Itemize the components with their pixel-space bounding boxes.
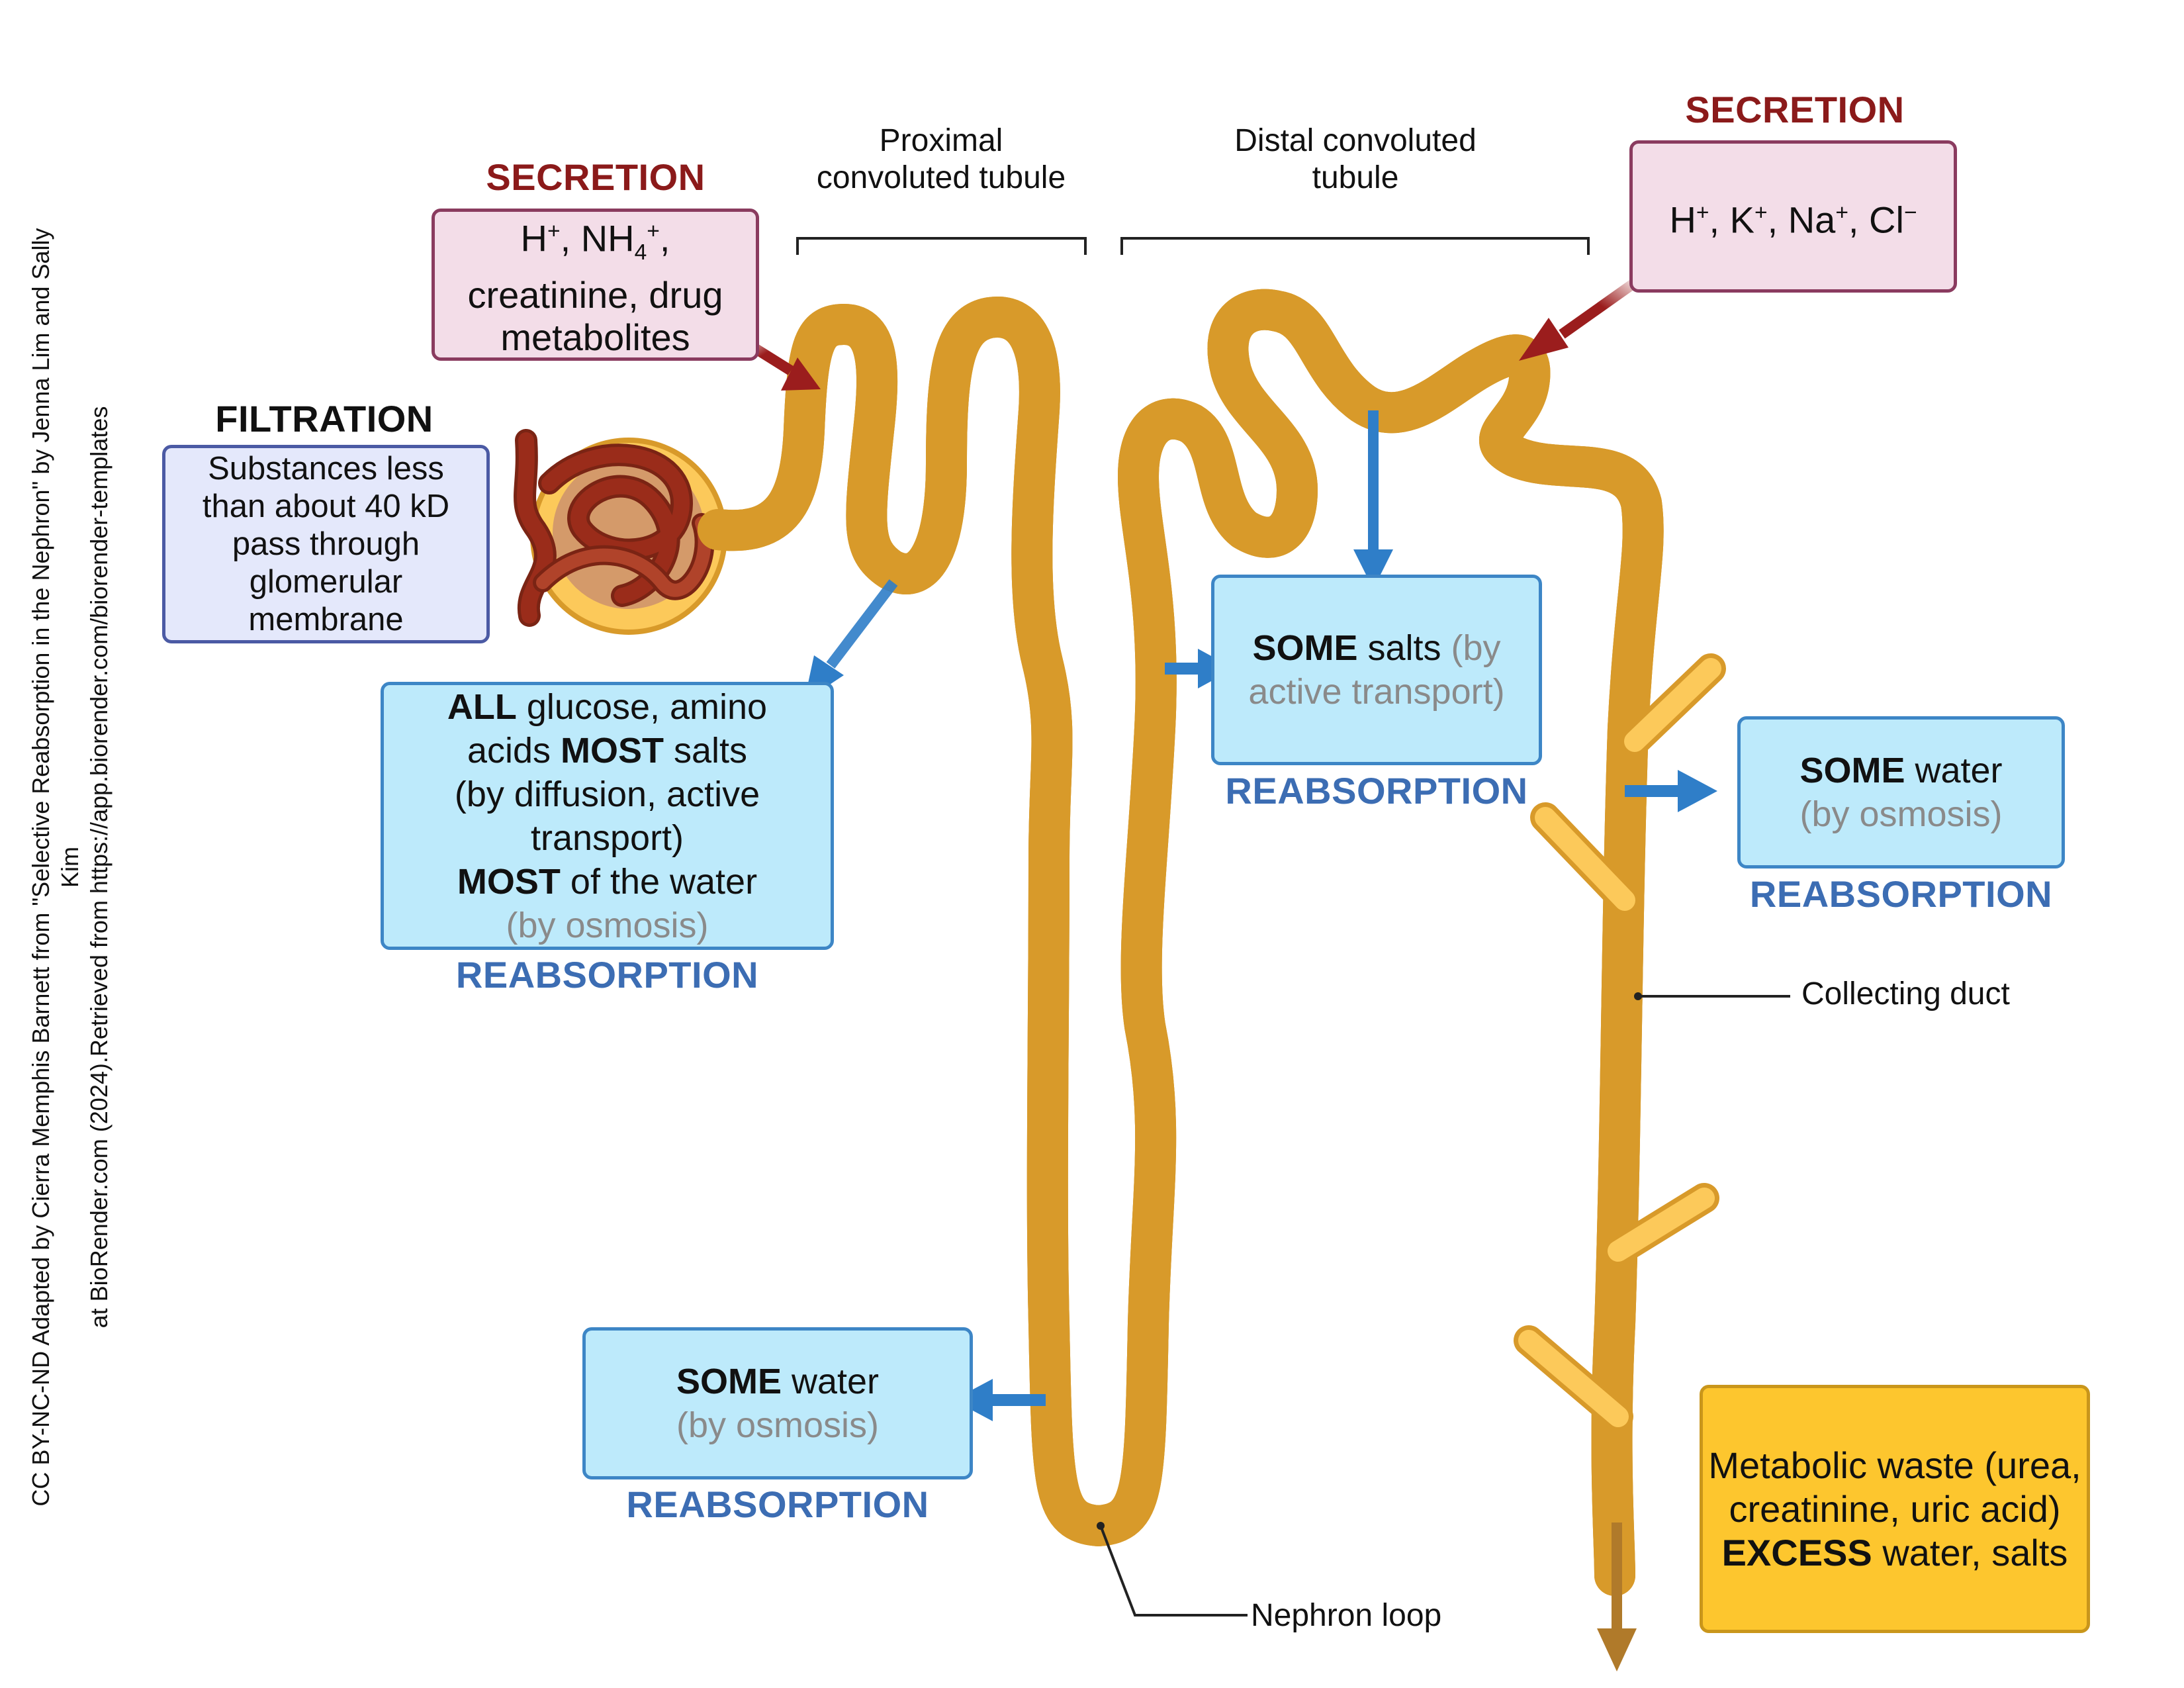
reabsorption-arrow-collecting-duct [1625, 770, 1717, 812]
reabsorption-box-dct: SOME salts (by active transport) [1211, 575, 1542, 765]
reabs-cd-line-1: SOME water [1799, 751, 2003, 790]
reabs-cd-line-2: (by osmosis) [1799, 794, 2003, 834]
excretion-line-3: EXCESS water, salts [1721, 1531, 2068, 1573]
excretion-box: Metabolic waste (urea, creatinine, uric … [1700, 1385, 2090, 1633]
reabsorption-arrow-dct [1353, 410, 1393, 589]
reabsorption-label-dct: REABSORPTION [1225, 770, 1528, 812]
nephron-loop-leader [1097, 1522, 1248, 1617]
collecting-duct-leader [1634, 992, 1790, 1000]
filtration-line-5: membrane [248, 601, 404, 637]
collecting-duct-label: Collecting duct [1801, 976, 2010, 1011]
reabs-loop-line-2: (by osmosis) [676, 1405, 880, 1445]
filtration-box: Substances less than about 40 kD pass th… [162, 445, 490, 643]
reabsorption-label-collecting-duct: REABSORPTION [1749, 873, 2053, 915]
filtration-line-3: pass through [232, 526, 420, 562]
reabsorption-box-loop: SOME water (by osmosis) [582, 1327, 973, 1479]
nephron-loop-label: Nephron loop [1251, 1598, 1442, 1633]
reabs-pct-line-4: transport) [530, 818, 684, 858]
reabs-pct-line-2: acids MOST salts [467, 730, 748, 771]
reabsorption-label-loop: REABSORPTION [626, 1483, 929, 1525]
secretion-heading-right: SECRETION [1685, 89, 1905, 130]
pct-label: Proximal convoluted tubule [816, 123, 1066, 195]
reabs-pct-line-6: (by osmosis) [506, 905, 709, 945]
reabs-pct-line-5: MOST of the water [457, 861, 758, 902]
secretion-left-line-2: creatinine, drug [467, 273, 723, 316]
reabs-loop-line-1: SOME water [676, 1362, 880, 1401]
filtration-line-4: glomerular [249, 563, 403, 600]
excretion-arrow [1597, 1523, 1637, 1671]
secretion-box-right: H+, K+, Na+, Cl− [1629, 140, 1957, 293]
reabs-pct-line-3: (by diffusion, active [454, 774, 760, 814]
filtration-line-2: than about 40 kD [202, 488, 450, 524]
excretion-line-2: creatinine, uric acid) [1729, 1487, 2061, 1530]
filtration-line-1: Substances less [208, 450, 444, 487]
reabsorption-arrow-loop [953, 1379, 1046, 1421]
secretion-left-line-1: H+, NH4+, [520, 217, 670, 265]
reabs-dct-line-2: active transport) [1248, 672, 1505, 712]
secretion-left-line-3: metabolites [500, 316, 690, 358]
filtration-heading: FILTRATION [215, 398, 433, 440]
secretion-heading-left: SECRETION [486, 156, 705, 198]
dct-bracket [1120, 237, 1590, 255]
pct-bracket [796, 237, 1087, 255]
nephron-tubule [698, 310, 1726, 1596]
reabs-pct-line-1: ALL glucose, amino [447, 686, 768, 727]
secretion-right-ions: H+, K+, Na+, Cl− [1669, 199, 1917, 241]
reabs-dct-line-1: SOME salts (by [1252, 628, 1501, 668]
reabsorption-box-pct: ALL glucose, amino acids MOST salts (by … [381, 682, 834, 950]
reabsorption-label-pct: REABSORPTION [455, 954, 759, 996]
secretion-arrow-right [1519, 273, 1645, 361]
glomerulus [514, 429, 727, 635]
excretion-line-1: Metabolic waste (urea, [1708, 1444, 2081, 1486]
reabsorption-box-collecting-duct: SOME water (by osmosis) [1737, 716, 2065, 868]
secretion-box-left: H+, NH4+, creatinine, drug metabolites [432, 209, 759, 361]
dct-label: Distal convoluted tubule [1234, 123, 1477, 195]
